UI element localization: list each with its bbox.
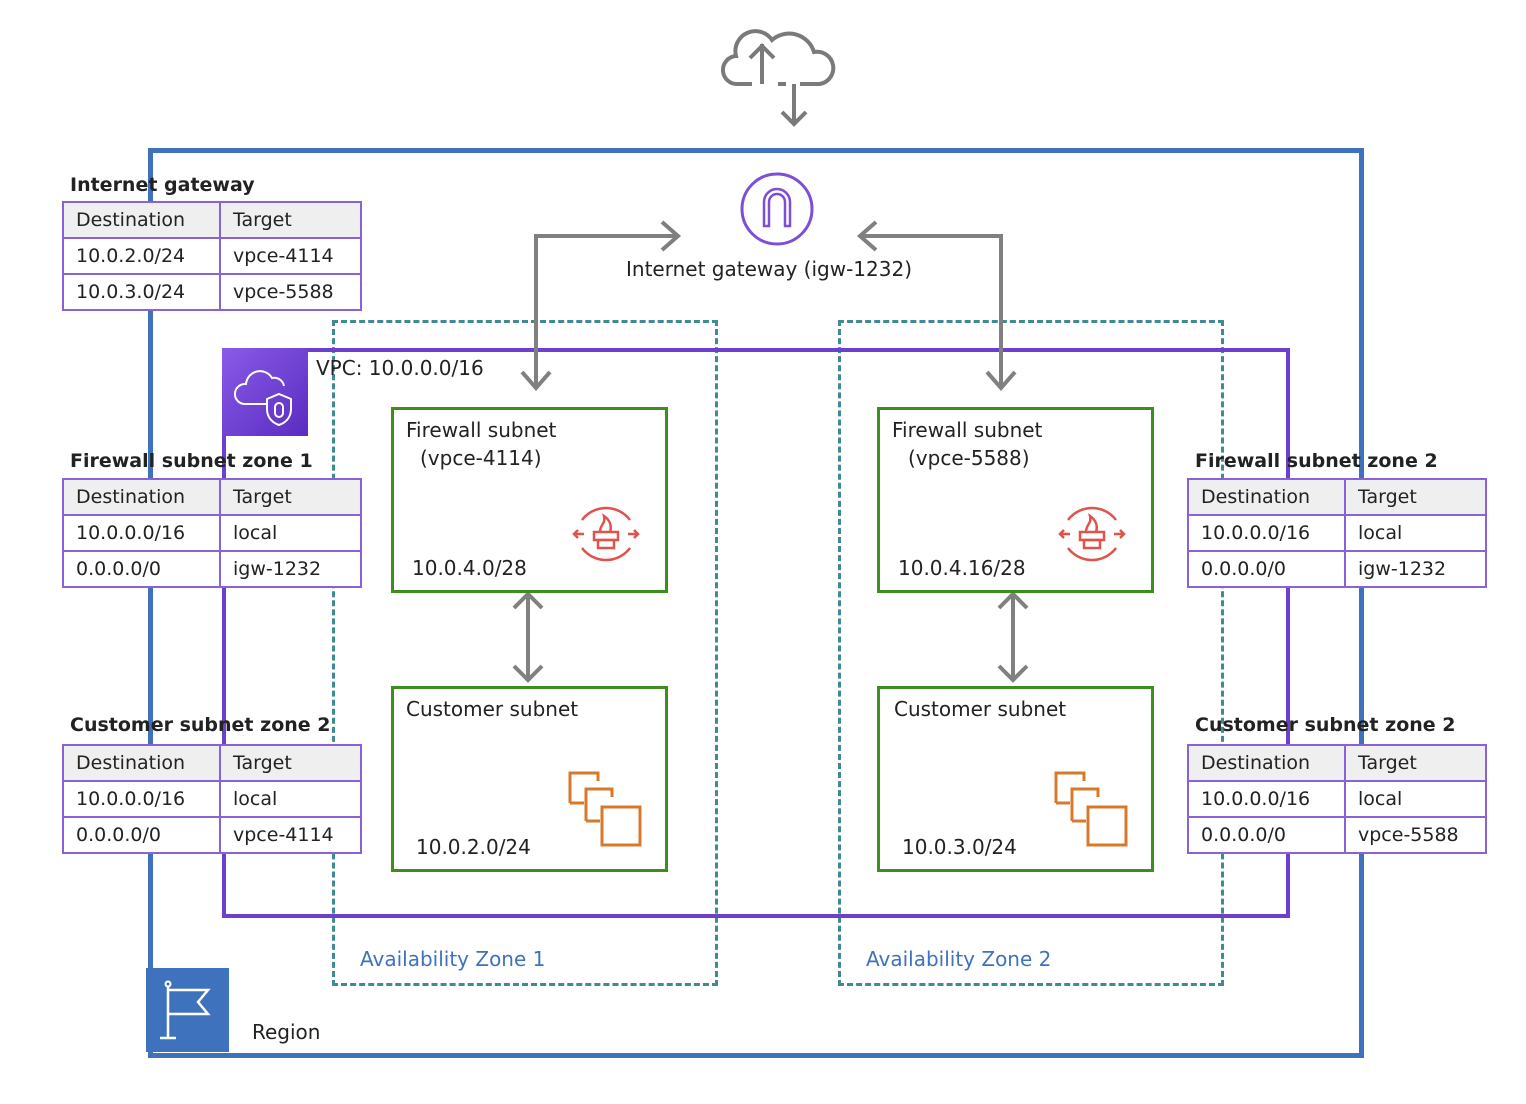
target-cell: vpce-4114: [219, 816, 362, 854]
firewall-subnet-cidr: 10.0.4.16/28: [898, 556, 1026, 580]
target-cell: local: [1344, 780, 1487, 818]
firewall-subnet-az2: Firewall subnet (vpce-5588) 10.0.4.16/28: [877, 407, 1154, 593]
vpc-cloud-shield-icon: [234, 370, 292, 427]
firewall-subnet-cidr: 10.0.4.0/28: [412, 556, 527, 580]
column-header: Destination: [62, 478, 221, 516]
firewall-subnet-az1: Firewall subnet (vpce-4114) 10.0.4.0/28: [391, 407, 668, 593]
table-row: 10.0.0.0/16 local: [1187, 780, 1487, 818]
region-badge: [146, 968, 229, 1052]
column-header: Target: [219, 744, 362, 782]
internet-gateway-icon: [740, 172, 814, 246]
target-cell: local: [1344, 514, 1487, 552]
fw-zone1-route-table-title: Firewall subnet zone 1: [70, 450, 313, 472]
destination-cell: 10.0.0.0/16: [1187, 514, 1346, 552]
cloud-upload-download-icon: [720, 29, 836, 127]
column-header: Target: [219, 201, 362, 239]
customer-subnet-title: Customer subnet: [406, 697, 579, 721]
target-cell: igw-1232: [1344, 550, 1487, 588]
column-header: Destination: [62, 201, 221, 239]
cust-zone2-route-table: Destination Target 10.0.0.0/16 local 0.0…: [1187, 744, 1487, 854]
customer-subnet-cidr: 10.0.2.0/24: [416, 835, 531, 859]
destination-cell: 0.0.0.0/0: [62, 816, 221, 854]
destination-cell: 10.0.0.0/16: [62, 780, 221, 818]
customer-subnet-title: Customer subnet: [894, 697, 1067, 721]
destination-cell: 0.0.0.0/0: [1187, 550, 1346, 588]
customer-subnet-cidr: 10.0.3.0/24: [902, 835, 1017, 859]
table-row: 0.0.0.0/0 vpce-5588: [1187, 816, 1487, 854]
availability-zone-1: [332, 320, 718, 986]
fw-zone1-route-table: Destination Target 10.0.0.0/16 local 0.0…: [62, 478, 362, 588]
arrow-igw-to-fw2: [862, 234, 1003, 386]
column-header: Target: [1344, 478, 1487, 516]
firewall-subnet-endpoint: (vpce-5588): [908, 446, 1030, 470]
table-row: 10.0.2.0/24 vpce-4114: [62, 237, 362, 275]
table-header-row: Destination Target: [62, 744, 362, 782]
ec2-instances-icon: [1054, 771, 1128, 847]
fw-zone2-route-table: Destination Target 10.0.0.0/16 local 0.0…: [1187, 478, 1487, 588]
table-row: 10.0.0.0/16 local: [62, 514, 362, 552]
table-row: 0.0.0.0/0 igw-1232: [62, 550, 362, 588]
target-cell: vpce-5588: [1344, 816, 1487, 854]
firewall-subnet-title: Firewall subnet: [406, 418, 557, 442]
destination-cell: 10.0.0.0/16: [62, 514, 221, 552]
firewall-subnet-endpoint: (vpce-4114): [420, 446, 542, 470]
table-header-row: Destination Target: [1187, 478, 1487, 516]
destination-cell: 10.0.0.0/16: [1187, 780, 1346, 818]
flag-icon: [160, 980, 211, 1040]
availability-zone-2: [838, 320, 1224, 986]
region-boundary: [148, 148, 1364, 1058]
column-header: Target: [219, 478, 362, 516]
target-cell: vpce-4114: [219, 237, 362, 275]
table-header-row: Destination Target: [62, 201, 362, 239]
table-row: 10.0.0.0/16 local: [1187, 514, 1487, 552]
availability-zone-2-label: Availability Zone 2: [866, 947, 1052, 971]
availability-zone-1-label: Availability Zone 1: [360, 947, 546, 971]
destination-cell: 10.0.3.0/24: [62, 273, 221, 311]
customer-subnet-az2: Customer subnet 10.0.3.0/24: [877, 686, 1154, 872]
table-header-row: Destination Target: [62, 478, 362, 516]
network-firewall-icon: [1058, 506, 1126, 562]
cust-zone1-route-table-title: Customer subnet zone 2: [70, 714, 331, 736]
table-row: 10.0.3.0/24 vpce-5588: [62, 273, 362, 311]
fw-zone2-route-table-title: Firewall subnet zone 2: [1195, 450, 1438, 472]
vpc-boundary: [222, 348, 1290, 918]
target-cell: local: [219, 514, 362, 552]
arrow-igw-to-fw1: [534, 234, 676, 386]
ec2-instances-icon: [568, 771, 642, 847]
destination-cell: 0.0.0.0/0: [1187, 816, 1346, 854]
column-header: Destination: [1187, 744, 1346, 782]
customer-subnet-az1: Customer subnet 10.0.2.0/24: [391, 686, 668, 872]
cust-zone2-route-table-title: Customer subnet zone 2: [1195, 714, 1456, 736]
target-cell: local: [219, 780, 362, 818]
igw-route-table-title: Internet gateway: [70, 174, 255, 196]
destination-cell: 0.0.0.0/0: [62, 550, 221, 588]
column-header: Destination: [62, 744, 221, 782]
network-firewall-icon: [572, 506, 640, 562]
igw-route-table: Destination Target 10.0.2.0/24 vpce-4114…: [62, 201, 362, 311]
column-header: Target: [1344, 744, 1487, 782]
region-label: Region: [252, 1020, 321, 1044]
vpc-badge: [222, 348, 308, 436]
target-cell: igw-1232: [219, 550, 362, 588]
table-row: 0.0.0.0/0 vpce-4114: [62, 816, 362, 854]
table-row: 10.0.0.0/16 local: [62, 780, 362, 818]
firewall-subnet-title: Firewall subnet: [892, 418, 1043, 442]
internet-gateway-label: Internet gateway (igw-1232): [626, 257, 913, 281]
column-header: Destination: [1187, 478, 1346, 516]
target-cell: vpce-5588: [219, 273, 362, 311]
table-row: 0.0.0.0/0 igw-1232: [1187, 550, 1487, 588]
cust-zone1-route-table: Destination Target 10.0.0.0/16 local 0.0…: [62, 744, 362, 854]
vpc-label: VPC: 10.0.0.0/16: [316, 356, 484, 380]
destination-cell: 10.0.2.0/24: [62, 237, 221, 275]
table-header-row: Destination Target: [1187, 744, 1487, 782]
